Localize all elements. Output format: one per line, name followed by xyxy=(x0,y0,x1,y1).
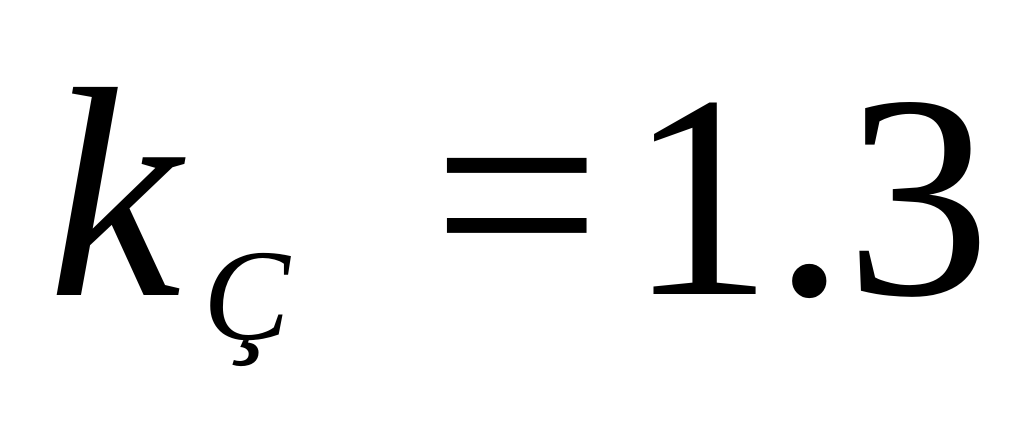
formula-subscript: Ç xyxy=(203,224,290,368)
formula-equals-sign: = xyxy=(432,28,602,360)
formula-variable: k xyxy=(48,28,182,360)
formula-value: 1.3 xyxy=(628,36,991,357)
